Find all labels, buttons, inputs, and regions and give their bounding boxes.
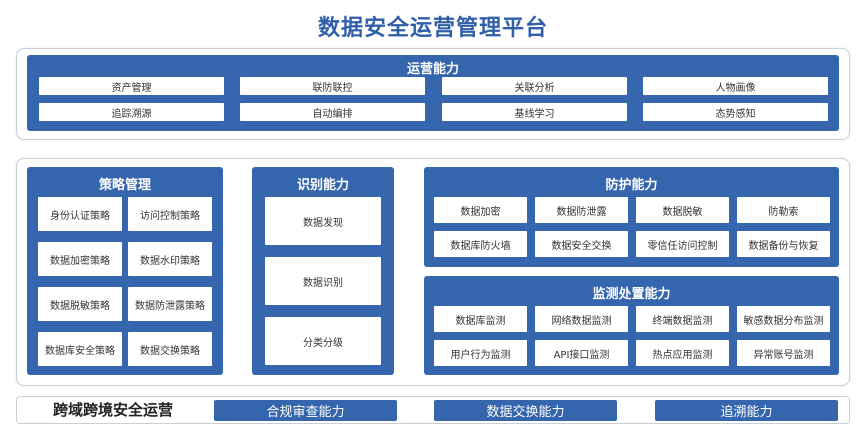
monitor-title: 监测处置能力 [592, 287, 671, 302]
traceability-block: 追溯能力 [655, 400, 838, 421]
protect-item: 防勒索 [737, 197, 830, 223]
protect-panel: 防护能力 数据加密 数据防泄露 数据脱敏 防勒索 数据库防火墙 数据安全交换 零… [424, 167, 839, 267]
cross-border-bar: 跨域跨境安全运营 合规审查能力 数据交换能力 追溯能力 [16, 396, 850, 424]
ops-item: 联防联控 [240, 77, 425, 95]
policy-item: 数据防泄露策略 [128, 287, 212, 321]
policy-item: 身份认证策略 [38, 197, 122, 231]
protect-title: 防护能力 [605, 178, 658, 193]
identify-item: 数据发现 [265, 197, 381, 245]
identify-item: 分类分级 [265, 317, 381, 365]
data-exchange-block: 数据交换能力 [434, 400, 617, 421]
identify-title: 识别能力 [296, 178, 349, 193]
identify-item: 数据识别 [265, 257, 381, 305]
ops-panel: 运营能力 资产管理 联防联控 关联分析 人物画像 追踪溯源 自动编排 基线学习 … [27, 55, 839, 131]
ops-title: 运营能力 [406, 62, 459, 77]
cross-border-label: 跨域跨境安全运营 [53, 401, 174, 419]
compliance-review-block: 合规审查能力 [214, 400, 397, 421]
ops-item: 人物画像 [643, 77, 828, 95]
protect-item: 数据安全交换 [535, 231, 628, 257]
monitor-item: API接口监测 [535, 340, 628, 366]
policy-item: 数据加密策略 [38, 242, 122, 276]
monitor-item: 热点应用监测 [636, 340, 729, 366]
policy-item: 访问控制策略 [128, 197, 212, 231]
ops-item: 关联分析 [442, 77, 627, 95]
ops-item: 基线学习 [442, 103, 627, 121]
policy-item: 数据水印策略 [128, 242, 212, 276]
identify-panel: 识别能力 数据发现 数据识别 分类分级 [252, 167, 394, 375]
protect-item: 数据备份与恢复 [737, 231, 830, 257]
monitor-item: 终端数据监测 [636, 306, 729, 332]
monitor-item: 数据库监测 [434, 306, 527, 332]
policy-panel: 策略管理 身份认证策略 访问控制策略 数据加密策略 数据水印策略 数据脱敏策略 … [27, 167, 223, 375]
monitor-item: 用户行为监测 [434, 340, 527, 366]
ops-item: 自动编排 [240, 103, 425, 121]
monitor-item: 敏感数据分布监测 [737, 306, 830, 332]
protect-item: 数据防泄露 [535, 197, 628, 223]
protect-item: 数据加密 [434, 197, 527, 223]
policy-item: 数据库安全策略 [38, 332, 122, 366]
monitor-item: 异常账号监测 [737, 340, 830, 366]
protect-item: 数据脱敏 [636, 197, 729, 223]
policy-item: 数据交换策略 [128, 332, 212, 366]
monitor-item: 网络数据监测 [535, 306, 628, 332]
ops-item: 态势感知 [643, 103, 828, 121]
ops-item: 追踪溯源 [39, 103, 224, 121]
protect-item: 数据库防火墙 [434, 231, 527, 257]
protect-item: 零信任访问控制 [636, 231, 729, 257]
ops-item: 资产管理 [39, 77, 224, 95]
page-title: 数据安全运营管理平台 [317, 16, 548, 41]
policy-title: 策略管理 [98, 178, 151, 193]
monitor-panel: 监测处置能力 数据库监测 网络数据监测 终端数据监测 敏感数据分布监测 用户行为… [424, 276, 839, 375]
policy-item: 数据脱敏策略 [38, 287, 122, 321]
